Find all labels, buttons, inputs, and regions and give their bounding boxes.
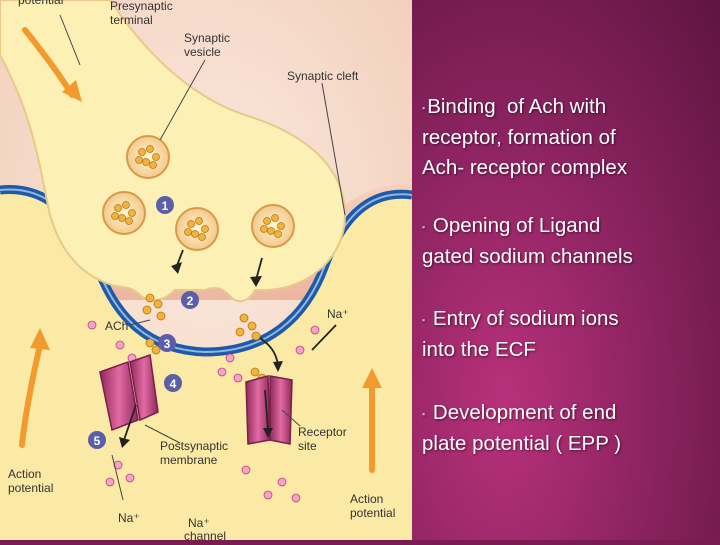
label-na-upper: Na⁺ — [327, 307, 349, 321]
label-vesicle-2: vesicle — [184, 45, 221, 59]
bullet-4: ▪ Development of end plate potential ( E… — [422, 398, 717, 459]
synapse-diagram: 1 2 3 4 5 potential Presynaptic terminal… — [0, 0, 413, 543]
label-action-left-2: potential — [8, 481, 53, 495]
sodium-ions — [87, 320, 320, 503]
label-na-bottom-2: Na⁺ — [188, 516, 210, 530]
action-potential-arrow-left — [19, 342, 43, 448]
bullet-1-line-1: Binding of Ach with — [427, 95, 607, 118]
bullet-2: ▪ Opening of Ligand gated sodium channel… — [422, 211, 717, 272]
label-action-left-1: Action — [8, 467, 41, 481]
label-na-bottom-1: Na⁺ — [118, 511, 140, 525]
label-top-cut: potential — [18, 0, 63, 7]
step-2: 2 — [187, 294, 194, 308]
text-panel: ▪Binding of Ach with receptor, formation… — [412, 0, 720, 540]
acetylcholine-molecules — [133, 293, 267, 387]
label-synaptic-cleft: Synaptic cleft — [287, 69, 359, 83]
bullet-3: ▪ Entry of sodium ions into the ECF — [422, 304, 717, 365]
bullet-4-line-2: plate potential ( EPP ) — [422, 431, 622, 455]
bullet-1: ▪Binding of Ach with receptor, formation… — [422, 92, 717, 183]
synaptic-vesicles — [102, 135, 295, 251]
bullet-3-marker: ▪ — [422, 314, 426, 325]
label-channel-cut: channel — [184, 529, 226, 540]
ion-channel-right — [245, 375, 293, 445]
postsynaptic-cell — [0, 189, 412, 540]
label-receptor-2: site — [298, 439, 317, 453]
step-1: 1 — [162, 199, 169, 213]
label-ach: ACh — [105, 319, 128, 333]
bullet-2-marker: ▪ — [422, 221, 426, 232]
label-action-right-2: potential — [350, 506, 395, 520]
bullet-3-line-1: Entry of sodium ions — [427, 307, 619, 330]
bullet-2-line-2: gated sodium channels — [422, 244, 633, 268]
bullet-1-line-3: Ach- receptor complex — [422, 155, 628, 179]
step-5: 5 — [94, 434, 101, 448]
label-presynaptic-2: terminal — [110, 13, 153, 27]
bullet-3-line-2: into the ECF — [422, 337, 536, 361]
step-4: 4 — [170, 377, 177, 391]
label-action-right-1: Action — [350, 492, 383, 506]
bullet-4-line-1: Development of end — [427, 401, 617, 424]
label-presynaptic-1: Presynaptic — [110, 0, 173, 13]
bullet-4-marker: ▪ — [422, 408, 426, 419]
bullet-2-line-1: Opening of Ligand — [427, 214, 601, 237]
bullet-1-line-2: receptor, formation of — [422, 125, 616, 149]
ion-channel-left — [99, 353, 159, 432]
bullet-1-marker: ▪ — [422, 102, 426, 113]
label-postsynaptic-2: membrane — [160, 453, 218, 467]
label-postsynaptic-1: Postsynaptic — [160, 439, 228, 453]
label-receptor-1: Receptor — [298, 425, 347, 439]
step-3: 3 — [164, 337, 171, 351]
label-vesicle-1: Synaptic — [184, 31, 230, 45]
step-markers: 1 2 3 4 5 — [88, 196, 199, 449]
